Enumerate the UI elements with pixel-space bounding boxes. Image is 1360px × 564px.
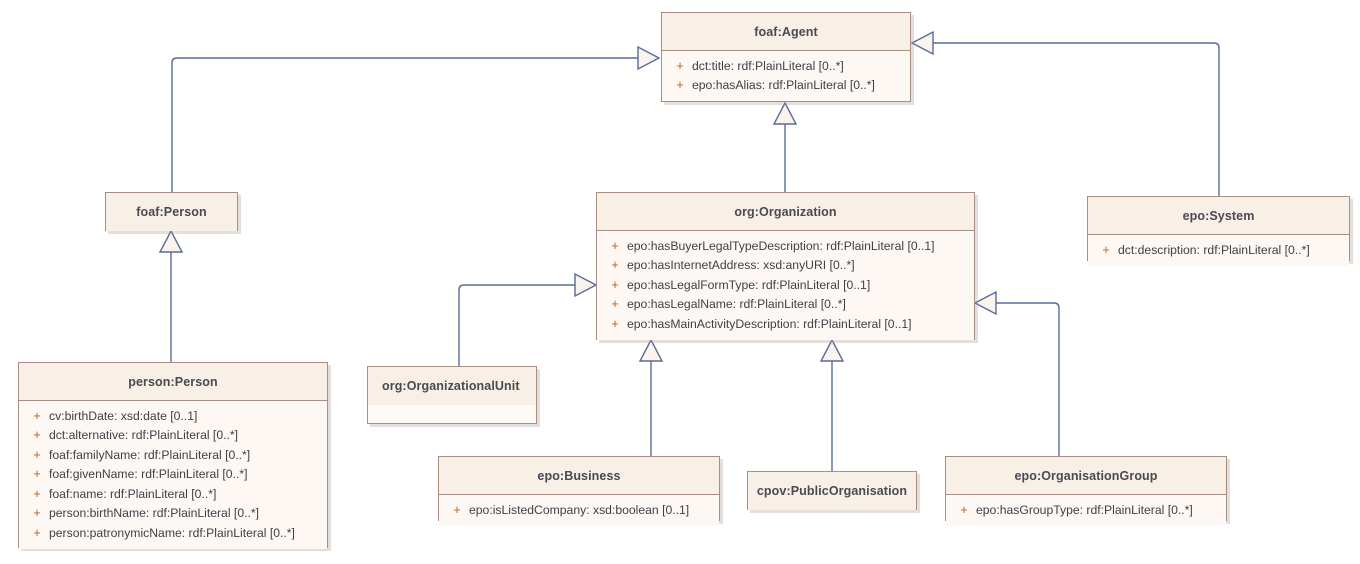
attribute-row: + foaf:name: rdf:PlainLiteral [0..*] (25, 484, 321, 504)
attribute-row: + epo:hasMainActivityDescription: rdf:Pl… (603, 314, 968, 334)
visibility-marker: + (453, 502, 461, 517)
attribute-text: epo:hasBuyerLegalTypeDescription: rdf:Pl… (627, 238, 935, 253)
visibility-marker: + (611, 316, 619, 331)
attribute-text: person:patronymicName: rdf:PlainLiteral … (49, 525, 295, 540)
class-box-epo-business[interactable]: epo:Business + epo:isListedCompany: xsd:… (438, 456, 720, 526)
attribute-text: person:birthName: rdf:PlainLiteral [0..*… (49, 506, 259, 521)
class-box-epo-system[interactable]: epo:System + dct:description: rdf:PlainL… (1087, 196, 1350, 266)
generalization-epo-organisationgroup-to-org-organization (973, 290, 1060, 456)
class-title-cpov-publicorganisation: cpov:PublicOrganisation (748, 472, 916, 510)
attribute-row: + person:patronymicName: rdf:PlainLitera… (25, 523, 321, 543)
attribute-row: + foaf:familyName: rdf:PlainLiteral [0..… (25, 445, 321, 465)
attribute-text: epo:hasGroupType: rdf:PlainLiteral [0..*… (976, 502, 1193, 517)
class-title-epo-system: epo:System (1088, 197, 1349, 235)
class-box-foaf-person[interactable]: foaf:Person (105, 192, 238, 231)
visibility-marker: + (611, 238, 619, 253)
class-title-org-organizationalunit: org:OrganizationalUnit (368, 367, 536, 405)
attribute-row: + epo:hasGroupType: rdf:PlainLiteral [0.… (952, 500, 1220, 520)
attribute-row: + epo:isListedCompany: xsd:boolean [0..1… (445, 500, 713, 520)
attribute-row: + dct:title: rdf:PlainLiteral [0..*] (668, 56, 904, 76)
attribute-row: + epo:hasAlias: rdf:PlainLiteral [0..*] (668, 76, 904, 96)
visibility-marker: + (33, 467, 41, 482)
attribute-row: + epo:hasBuyerLegalTypeDescription: rdf:… (603, 236, 968, 256)
generalization-epo-business-to-org-organization (638, 338, 664, 456)
attribute-row: + epo:hasLegalName: rdf:PlainLiteral [0.… (603, 295, 968, 315)
generalization-org-organizationalunit-to-org-organization (458, 272, 598, 366)
visibility-marker: + (611, 277, 619, 292)
class-attributes-epo-system: + dct:description: rdf:PlainLiteral [0..… (1088, 235, 1349, 266)
attribute-row: + dct:description: rdf:PlainLiteral [0..… (1094, 240, 1343, 260)
attribute-text: dct:alternative: rdf:PlainLiteral [0..*] (49, 428, 239, 443)
visibility-marker: + (33, 428, 41, 443)
class-box-org-organization[interactable]: org:Organization + epo:hasBuyerLegalType… (596, 192, 975, 340)
attribute-text: dct:title: rdf:PlainLiteral [0..*] (692, 58, 844, 73)
attribute-text: epo:hasLegalName: rdf:PlainLiteral [0..*… (627, 297, 846, 312)
visibility-marker: + (33, 506, 41, 521)
class-attributes-foaf-agent: + dct:title: rdf:PlainLiteral [0..*] + e… (662, 51, 910, 101)
class-box-person-person[interactable]: person:Person + cv:birthDate: xsd:date [… (18, 362, 328, 549)
visibility-marker: + (676, 78, 684, 93)
class-box-epo-organisationgroup[interactable]: epo:OrganisationGroup + epo:hasGroupType… (945, 456, 1227, 526)
class-title-foaf-person: foaf:Person (106, 193, 237, 231)
attribute-row: + epo:hasInternetAddress: xsd:anyURI [0.… (603, 256, 968, 276)
visibility-marker: + (33, 408, 41, 423)
generalization-org-organization-to-foaf-agent (772, 101, 798, 192)
visibility-marker: + (611, 297, 619, 312)
class-box-cpov-publicorganisation[interactable]: cpov:PublicOrganisation (747, 471, 917, 510)
attribute-row: + foaf:givenName: rdf:PlainLiteral [0..*… (25, 465, 321, 485)
visibility-marker: + (33, 486, 41, 501)
attribute-row: + person:birthName: rdf:PlainLiteral [0.… (25, 504, 321, 524)
class-title-org-organization: org:Organization (597, 193, 974, 231)
class-title-epo-business: epo:Business (439, 457, 719, 495)
class-attributes-epo-organisationgroup: + epo:hasGroupType: rdf:PlainLiteral [0.… (946, 495, 1226, 526)
generalization-cpov-publicorganisation-to-org-organization (819, 338, 845, 471)
class-attributes-epo-business: + epo:isListedCompany: xsd:boolean [0..1… (439, 495, 719, 526)
attribute-row: + cv:birthDate: xsd:date [0..1] (25, 406, 321, 426)
attribute-text: epo:hasMainActivityDescription: rdf:Plai… (627, 316, 912, 331)
visibility-marker: + (1102, 242, 1110, 257)
attribute-text: dct:description: rdf:PlainLiteral [0..*] (1118, 242, 1310, 257)
visibility-marker: + (676, 58, 684, 73)
visibility-marker: + (611, 258, 619, 273)
class-attributes-person-person: + cv:birthDate: xsd:date [0..1] + dct:al… (19, 401, 327, 549)
attribute-row: + epo:hasLegalFormType: rdf:PlainLiteral… (603, 275, 968, 295)
generalization-epo-system-to-foaf-agent (910, 30, 1220, 196)
class-attributes-org-organization: + epo:hasBuyerLegalTypeDescription: rdf:… (597, 231, 974, 340)
generalization-person-person-to-foaf-person (158, 229, 184, 362)
attribute-text: cv:birthDate: xsd:date [0..1] (49, 408, 198, 423)
attribute-text: epo:hasLegalFormType: rdf:PlainLiteral [… (627, 277, 871, 292)
attribute-text: epo:hasInternetAddress: xsd:anyURI [0..*… (627, 258, 855, 273)
attribute-text: foaf:givenName: rdf:PlainLiteral [0..*] (49, 467, 248, 482)
class-box-foaf-agent[interactable]: foaf:Agent + dct:title: rdf:PlainLiteral… (661, 12, 911, 102)
attribute-text: foaf:name: rdf:PlainLiteral [0..*] (49, 486, 217, 501)
attribute-text: epo:isListedCompany: xsd:boolean [0..1] (469, 502, 690, 517)
generalization-foaf-person-to-foaf-agent (171, 45, 661, 196)
class-title-person-person: person:Person (19, 363, 327, 401)
visibility-marker: + (960, 502, 968, 517)
attribute-row: + dct:alternative: rdf:PlainLiteral [0..… (25, 426, 321, 446)
class-title-epo-organisationgroup: epo:OrganisationGroup (946, 457, 1226, 495)
class-box-org-organizationalunit[interactable]: org:OrganizationalUnit (367, 366, 537, 424)
visibility-marker: + (33, 447, 41, 462)
attribute-text: epo:hasAlias: rdf:PlainLiteral [0..*] (692, 78, 875, 93)
attribute-text: foaf:familyName: rdf:PlainLiteral [0..*] (49, 447, 251, 462)
class-title-foaf-agent: foaf:Agent (662, 13, 910, 51)
visibility-marker: + (33, 525, 41, 540)
